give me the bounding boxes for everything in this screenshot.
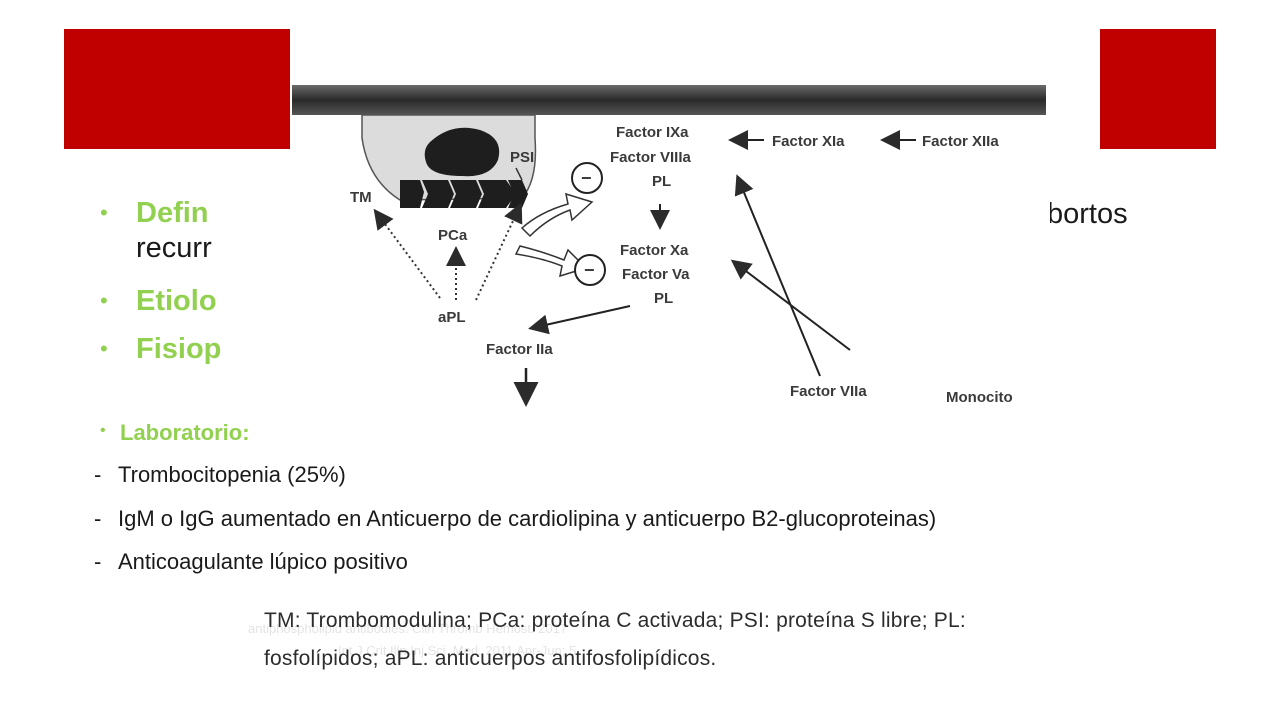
label-factor-xa: Factor Xa bbox=[620, 242, 689, 259]
caption-faded-reference: antiphospholipid antibodies: Clin Thromb… bbox=[248, 618, 1128, 662]
label-pca: PCa bbox=[438, 227, 468, 244]
cell-membrane bbox=[292, 85, 1046, 115]
lab-item-text: IgM o IgG aumentado en Anticuerpo de car… bbox=[118, 506, 937, 531]
title-bar-right bbox=[1100, 29, 1216, 149]
apl-to-psi-arrow bbox=[475, 202, 523, 301]
figure-caption: antiphospholipid antibodies: Clin Thromb… bbox=[238, 596, 1138, 684]
lab-item-text: Trombocitopenia (25%) bbox=[118, 462, 346, 487]
receptor-block bbox=[400, 180, 424, 208]
label-factor-iia: Factor IIa bbox=[486, 341, 553, 358]
psi-pointer bbox=[515, 167, 523, 181]
inhibition-arrow-lower bbox=[514, 245, 588, 278]
receptor-block bbox=[450, 180, 482, 208]
dash-marker: - bbox=[94, 462, 102, 487]
bullet-icon: • bbox=[100, 288, 108, 313]
minus-sign: − bbox=[581, 168, 592, 188]
label-pl-2: PL bbox=[654, 290, 673, 307]
viia-to-xa-arrow bbox=[730, 259, 851, 351]
label-factor-va: Factor Va bbox=[622, 266, 690, 283]
minus-sign: − bbox=[584, 260, 595, 280]
diagram-svg: TM PSI PCa aPL − − Factor IXa Factor VII… bbox=[292, 85, 1046, 407]
dash-marker: - bbox=[94, 506, 102, 531]
label-pl-1: PL bbox=[652, 173, 671, 190]
caption-line: TM: Trombomodulina; PCa: proteína C acti… bbox=[264, 609, 966, 632]
label-factor-viia: Factor VIIa bbox=[790, 383, 867, 400]
label-tm: TM bbox=[350, 189, 372, 206]
label-psi: PSI bbox=[510, 149, 534, 166]
viia-to-ixa-arrow bbox=[734, 174, 821, 377]
bullet-icon: • bbox=[100, 422, 106, 439]
label-factor-viiia: Factor VIIIa bbox=[610, 149, 692, 166]
lab-item-text: Anticoagulante lúpico positivo bbox=[118, 549, 408, 574]
bullet-icon: • bbox=[100, 200, 108, 225]
lab-item: -Anticoagulante lúpico positivo bbox=[94, 549, 408, 575]
bullet-label: Etiolo bbox=[136, 285, 217, 317]
bullet-trailing-text: bortos bbox=[1047, 198, 1128, 230]
faded-line: antiphospholipid antibodies: Clin Thromb… bbox=[248, 621, 568, 636]
apl-to-tm-arrow bbox=[373, 208, 441, 299]
lab-item: -Trombocitopenia (25%) bbox=[94, 462, 346, 488]
bullet-icon: • bbox=[100, 336, 108, 361]
label-factor-xia: Factor XIa bbox=[772, 133, 845, 150]
caption-text: TM: Trombomodulina; PCa: proteína C acti… bbox=[264, 602, 1124, 678]
label-factor-ixa: Factor IXa bbox=[616, 124, 689, 141]
receptor-block bbox=[422, 180, 454, 208]
bullet-label: Fisiop bbox=[136, 333, 222, 365]
receptor-block bbox=[478, 180, 516, 208]
label-apl: aPL bbox=[438, 309, 466, 326]
lab-heading: Laboratorio: bbox=[120, 420, 250, 445]
inhibit-circle-lower bbox=[574, 254, 606, 286]
receptor-block bbox=[508, 180, 528, 208]
xa-to-iia-arrow bbox=[528, 305, 631, 335]
caption-line: fosfolípidos; aPL: anticuerpos antifosfo… bbox=[264, 647, 717, 670]
bullet-label: Defin bbox=[136, 197, 209, 229]
dash-marker: - bbox=[94, 549, 102, 574]
inhibition-arrow-upper bbox=[520, 192, 594, 238]
bullet-continuation: recurr bbox=[136, 232, 212, 264]
lab-item: -IgM o IgG aumentado en Anticuerpo de ca… bbox=[94, 506, 936, 532]
title-bar-left bbox=[64, 29, 290, 149]
label-monocito: Monocito bbox=[946, 389, 1013, 406]
cell-nucleus bbox=[424, 127, 500, 177]
inhibit-circle-upper bbox=[571, 162, 603, 194]
label-factor-xiia: Factor XIIa bbox=[922, 133, 999, 150]
coagulation-diagram: TM PSI PCa aPL − − Factor IXa Factor VII… bbox=[290, 80, 1050, 410]
faded-line: Int J Crit Illn Inj Sci. Med. 2011 Apr-J… bbox=[338, 643, 577, 658]
